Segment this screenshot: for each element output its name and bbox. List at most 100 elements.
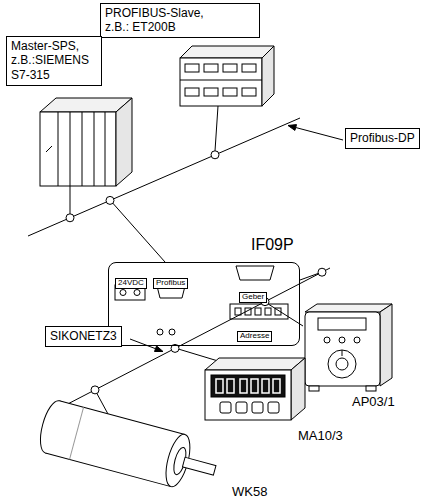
position-display-part xyxy=(380,304,392,386)
display-unit-part xyxy=(268,402,279,413)
callout-box: PROFIBUS-Slave, z.B.: ET200B xyxy=(100,3,260,38)
connector-label: 24VDC xyxy=(115,278,147,289)
connector-label-slot: 24VDC xyxy=(115,271,147,289)
profibus-bus-part xyxy=(106,196,114,204)
slave-device-part xyxy=(185,88,199,96)
position-display-part xyxy=(305,304,392,312)
bus-label-box: Profibus-DP xyxy=(345,128,420,149)
interface-parts-part xyxy=(120,290,126,296)
plc-rack-part xyxy=(94,112,95,186)
display-unit-part-part xyxy=(251,379,258,393)
leader-arrow-part xyxy=(155,346,164,352)
callout-text: Profibus-DP xyxy=(350,131,415,145)
position-display-part xyxy=(354,337,360,343)
interface-parts-part xyxy=(236,266,274,280)
position-display-part xyxy=(324,337,330,343)
display-unit-part xyxy=(211,375,285,397)
position-display-part xyxy=(305,312,380,386)
profibus-bus-part xyxy=(70,186,71,214)
slave-device-part xyxy=(262,46,274,106)
slave-device-part xyxy=(242,88,256,96)
plc-rack-part xyxy=(58,112,59,186)
position-display xyxy=(305,304,392,391)
profibus-bus-part xyxy=(110,200,165,262)
leader-arrow-part xyxy=(288,125,297,131)
leader-arrow xyxy=(288,125,343,140)
interface-parts-part xyxy=(169,329,175,335)
display-unit-part-part xyxy=(216,379,223,393)
encoder-part xyxy=(70,407,84,459)
interface-parts-part xyxy=(255,308,261,315)
plc-rack-part xyxy=(70,112,71,186)
connector-label-slot: Adresse xyxy=(237,324,272,342)
display-unit xyxy=(205,358,305,420)
callout-box: Master-SPS, z.B.:SIEMENS S7-315 xyxy=(6,36,102,86)
profibus-bus-part xyxy=(211,151,219,159)
connector-label-slot: Profibus xyxy=(153,271,188,289)
slave-device-part xyxy=(223,64,237,72)
plc-rack-part xyxy=(40,112,116,186)
slave-device-part xyxy=(204,64,218,72)
device-name: IF09P xyxy=(251,236,294,254)
encoder-part xyxy=(45,401,185,487)
display-unit-part xyxy=(220,402,231,413)
position-display-part xyxy=(339,337,345,343)
part-name: MA10/3 xyxy=(298,429,343,444)
plc-rack-part xyxy=(105,112,106,186)
plc-rack xyxy=(40,98,132,186)
interface-parts-part xyxy=(265,308,271,315)
position-display-part xyxy=(336,358,348,370)
part-label-slot: AP03/1 xyxy=(352,392,395,410)
connector-label: Adresse xyxy=(237,331,272,342)
callout-text: SIKONETZ3 xyxy=(50,329,117,343)
slave-device-part xyxy=(180,58,262,106)
part-label-slot: WK58 xyxy=(232,482,267,500)
interface-parts-part xyxy=(157,329,163,335)
part-label-slot: MA10/3 xyxy=(298,426,343,444)
display-unit-part-part xyxy=(273,379,280,393)
connector-label-slot: Geber xyxy=(239,285,267,303)
leader-arrow-part xyxy=(130,339,156,349)
slave-device-part xyxy=(223,88,237,96)
callout-text: Master-SPS, z.B.:SIEMENS S7-315 xyxy=(11,39,97,82)
position-display-part xyxy=(366,386,376,391)
slave-device-part xyxy=(242,64,256,72)
bus-label-box: SIKONETZ3 xyxy=(45,326,122,347)
sikonetz-bus-part xyxy=(300,274,318,281)
device-name-slot: IF09P xyxy=(251,236,294,254)
display-unit-part-part xyxy=(262,379,269,393)
display-unit-part xyxy=(205,370,291,420)
encoder-part xyxy=(182,457,215,475)
connector-label: Profibus xyxy=(153,278,188,289)
position-display-part xyxy=(309,386,319,391)
plc-rack-part xyxy=(116,98,132,186)
interface-module: IF09P24VDCProfibusGeberAdresse xyxy=(108,262,300,346)
display-unit-part xyxy=(216,379,280,393)
profibus-bus-part xyxy=(215,106,218,151)
part-name: WK58 xyxy=(232,485,267,500)
plc-rack-part xyxy=(46,146,52,152)
slave-device-part xyxy=(180,80,262,81)
callout-text: PROFIBUS-Slave, z.B.: ET200B xyxy=(105,6,215,35)
connector-label: Geber xyxy=(239,292,267,303)
leader-arrow-part xyxy=(296,128,343,141)
part-name: AP03/1 xyxy=(352,395,395,410)
slave-device-part xyxy=(204,88,218,96)
sikonetz-bus-part xyxy=(91,386,99,394)
slave-device-part xyxy=(185,64,199,72)
slave-device xyxy=(180,46,274,106)
sikonetz-bus-part xyxy=(265,302,303,326)
profibus-bus xyxy=(28,106,300,262)
interface-parts-part xyxy=(235,308,241,315)
display-unit-part-part xyxy=(227,379,234,393)
sikonetz-bus-part xyxy=(318,268,326,276)
plc-rack-part xyxy=(82,112,83,186)
display-unit-part xyxy=(205,358,305,370)
display-unit-part-part xyxy=(240,379,247,393)
interface-parts xyxy=(115,266,288,335)
position-display-part xyxy=(342,350,343,356)
encoder-part xyxy=(45,401,185,487)
display-unit-part xyxy=(252,402,263,413)
position-display-part xyxy=(328,350,356,378)
